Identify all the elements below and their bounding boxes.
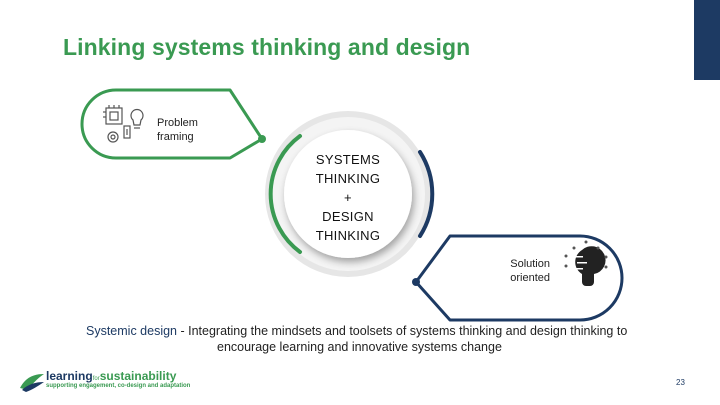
logo-tagline: supporting engagement, co-design and ada… <box>46 383 191 389</box>
definition-term: Systemic design <box>86 324 178 338</box>
problem-framing-label: Problem framing <box>157 117 198 143</box>
center-circle <box>284 130 412 258</box>
slide-title: Linking systems thinking and design <box>63 34 471 60</box>
logo-for: for <box>92 376 100 382</box>
solution-oriented-icon <box>564 240 608 286</box>
problem-framing-icon <box>103 105 144 143</box>
navy-arc <box>418 150 435 238</box>
systemic-design-definition: Systemic design - Integrating the mindse… <box>86 323 686 355</box>
definition-line-2: encourage learning and innovative system… <box>217 340 502 354</box>
problem-framing-shape <box>80 88 264 160</box>
solution-oriented-shape <box>414 234 624 322</box>
solution-connector-dot <box>412 278 420 286</box>
center-line-5: THINKING <box>315 228 381 243</box>
center-line-2: THINKING <box>315 171 381 186</box>
center-line-3: + <box>344 190 352 205</box>
corner-accent-bar <box>694 0 720 80</box>
center-text: SYSTEMS THINKING + DESIGN THINKING <box>296 150 400 245</box>
definition-line-1: - Integrating the mindsets and toolsets … <box>177 324 628 338</box>
learning-for-sustainability-logo-icon <box>20 374 44 392</box>
center-line-4: DESIGN <box>322 209 374 224</box>
logo-learning: learning <box>46 369 93 383</box>
center-line-1: SYSTEMS <box>315 152 381 167</box>
logo-sustainability: sustainability <box>99 369 177 383</box>
solution-oriented-label: Solution oriented <box>510 258 550 284</box>
green-arc <box>268 134 302 254</box>
problem-connector-dot <box>258 135 266 143</box>
logo-wordmark: learningforsustainability <box>46 369 176 386</box>
page-number: 23 <box>676 378 685 387</box>
